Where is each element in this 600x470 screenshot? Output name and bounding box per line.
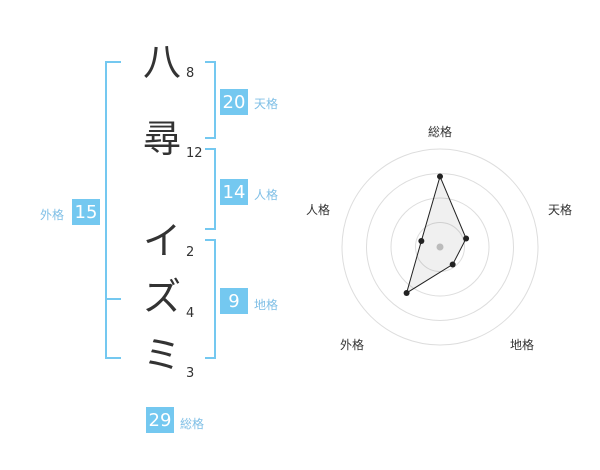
stroke-count-1: 8 — [186, 66, 195, 81]
radar-point-0 — [437, 173, 443, 180]
radar-label-tenkaku: 天格 — [548, 203, 573, 217]
radar-label-chikaku: 地格 — [510, 338, 535, 352]
stroke-count-5: 3 — [186, 366, 195, 381]
tenkaku-value: 20 — [220, 89, 248, 115]
name-char-4: ズ — [143, 275, 182, 319]
tenkaku-label: 天格 — [254, 97, 279, 111]
radar-area — [405, 174, 467, 295]
stroke-count-4: 4 — [186, 306, 195, 321]
stroke-count-2: 12 — [186, 146, 203, 161]
gaikaku-value: 15 — [72, 199, 100, 225]
soukaku-label: 総格 — [180, 417, 205, 431]
radar-center — [436, 243, 444, 251]
stroke-count-3: 2 — [186, 245, 195, 260]
name-char-2: 尋 — [143, 117, 182, 161]
radar-point-3 — [403, 289, 410, 296]
radar-label-gaikaku: 外格 — [340, 338, 365, 352]
radar-point-4 — [418, 237, 425, 244]
radar-point-2 — [449, 261, 456, 268]
radar-ring — [341, 148, 539, 346]
chikaku-value: 9 — [220, 288, 248, 314]
radar-chart — [341, 148, 539, 346]
gaikaku-label: 外格 — [40, 208, 65, 222]
name-char-1: 八 — [143, 40, 182, 84]
radar-ring — [415, 222, 465, 272]
jinkaku-label: 人格 — [254, 188, 279, 202]
soukaku-value: 29 — [146, 407, 174, 433]
radar-ring — [390, 197, 490, 297]
radar-point-1 — [463, 235, 470, 242]
name-char-5: ミ — [143, 333, 182, 377]
jinkaku-value: 14 — [220, 179, 248, 205]
radar-label-jinkaku: 人格 — [306, 203, 331, 217]
chikaku-label: 地格 — [254, 298, 279, 312]
name-char-3: イ — [143, 219, 182, 263]
radar-label-soukaku: 総格 — [428, 125, 453, 139]
